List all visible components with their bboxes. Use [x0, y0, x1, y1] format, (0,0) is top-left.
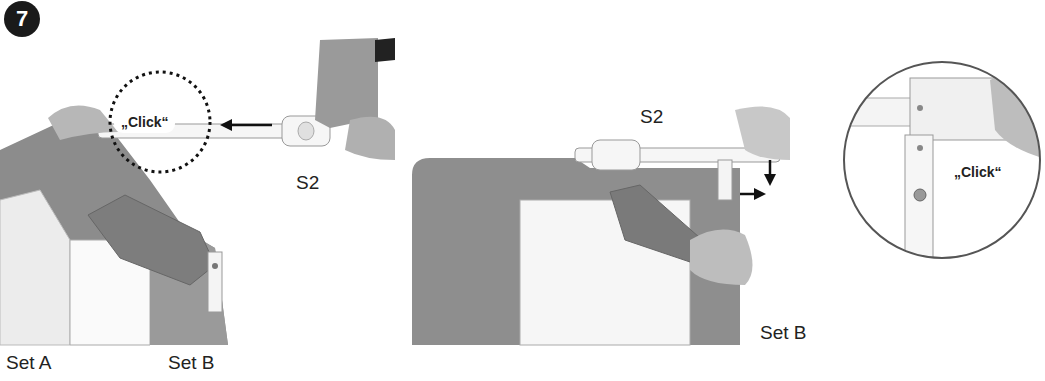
set-label: Set B — [760, 322, 806, 344]
set-label: Set B — [168, 352, 214, 374]
zoom-detail — [840, 62, 1045, 265]
step-number: 7 — [4, 1, 40, 37]
part-label: S2 — [296, 172, 319, 194]
node-text: „Click“ — [954, 164, 1001, 180]
node-text: 7 — [16, 6, 28, 32]
panel-two — [412, 106, 790, 345]
part-label: S2 — [640, 106, 663, 128]
panel-one — [0, 38, 395, 345]
click-label: „Click“ — [947, 161, 1008, 183]
set-label: Set A — [6, 352, 51, 374]
click-label: „Click“ — [114, 111, 175, 133]
node-text: „Click“ — [121, 114, 168, 130]
